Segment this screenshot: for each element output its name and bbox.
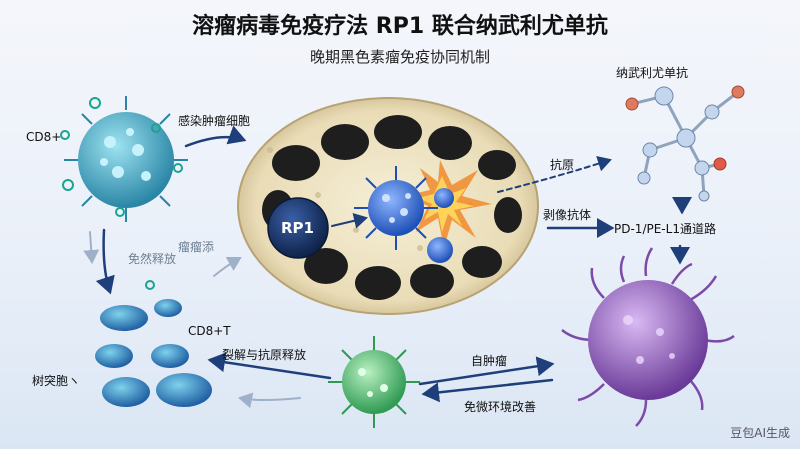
arrow-to-purple — [418, 356, 555, 386]
label-stripped-antibody: 剥像抗体 — [543, 208, 592, 222]
label-immune-release: 免然释放 — [128, 252, 177, 266]
label-microenv: 免微环境改善 — [464, 400, 537, 414]
antibody-molecule — [625, 85, 745, 202]
label-nivolumab: 纳武利尤单抗 — [616, 66, 689, 80]
arrow-left-down — [95, 228, 115, 295]
label-lysis-release: 裂解与抗原释放 — [222, 348, 307, 362]
rp1-virus — [267, 197, 329, 259]
label-dendritic: 树突胞ヽ — [32, 374, 81, 388]
label-infect-tumor: 感染肿瘤细胞 — [178, 114, 251, 128]
arrow-to-green — [421, 378, 554, 403]
page-title: 溶瘤病毒免疫疗法 RP1 联合纳武利尤单抗 — [192, 14, 608, 39]
arrow-infect — [184, 125, 247, 148]
arrow-antigen — [497, 156, 612, 193]
watermark: 豆包AI生成 — [730, 426, 790, 440]
t-cell-cluster — [95, 280, 212, 407]
purple-cell — [561, 247, 735, 427]
arrow-faint-up — [213, 257, 242, 277]
green-virus — [328, 336, 420, 428]
arrow-lysis-left — [207, 352, 332, 380]
label-autologous-tumor: 自肿瘤 — [471, 354, 508, 368]
label-rp1: RP1 — [281, 219, 314, 237]
page-subtitle: 晚期黑色素瘤免疫协同机制 — [309, 48, 490, 66]
arrow-faint-down — [83, 231, 100, 264]
label-pd-pathway: PD-1/PE-L1通道路 — [614, 222, 716, 236]
oncolytic-virus-blue — [354, 166, 454, 263]
label-cd8-top: CD8+ — [26, 130, 62, 144]
label-tumor-release: 瘤瘤添 — [178, 240, 215, 254]
label-cd8-t: CD8+T — [188, 324, 231, 338]
arrow-rp1-to-virus — [331, 212, 368, 229]
teal-virus — [60, 96, 188, 222]
arrow-faint-bottom — [238, 392, 301, 409]
flow-arrows — [83, 125, 692, 409]
label-antigen: 抗原 — [550, 158, 575, 172]
